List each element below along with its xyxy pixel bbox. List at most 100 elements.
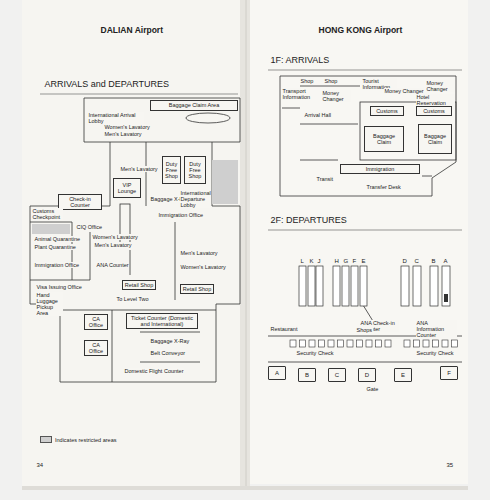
room-name: C: [330, 372, 344, 379]
room-box: Customs: [370, 106, 404, 116]
area-label: Baggage X-Ray: [150, 338, 190, 344]
area-label: Shop: [324, 78, 338, 84]
area-label: Men's Lavatory: [104, 131, 142, 137]
area-label: Immigration Office: [158, 212, 204, 218]
area-label: Transit: [316, 176, 334, 182]
gate-box: F: [440, 366, 458, 380]
room-box: Retail Shop: [122, 280, 156, 290]
room-name: Baggage Claim: [420, 133, 450, 145]
room-name: F: [442, 370, 456, 377]
page-heading: HONG KONG Airport: [318, 26, 403, 35]
area-label: Women's Lavatory: [92, 234, 138, 240]
room-box: Ticket Counter (Domestic and Internation…: [126, 313, 198, 329]
section-label: 1F: ARRIVALS: [270, 56, 330, 66]
room-name: Baggage Claim: [366, 133, 402, 145]
legend-text: Indicates restricted areas: [55, 437, 116, 443]
room-name: Customs: [372, 108, 402, 114]
section-label: H: [334, 258, 339, 265]
room-box: Immigration: [340, 164, 420, 174]
area-label: Men's Lavatory: [180, 250, 218, 256]
room-box: VIP Lounge: [113, 178, 141, 198]
area-label: Transfer Desk: [366, 184, 401, 190]
area-label: Domestic Flight Counter: [124, 368, 184, 374]
room-box: Check-in Counter: [58, 194, 102, 210]
legend-entry: Indicates restricted areas: [40, 436, 116, 443]
area-label: Belt Conveyor: [150, 350, 186, 356]
area-label: Gate: [366, 386, 379, 392]
room-box: CA Office: [84, 340, 108, 356]
room-name: Duty Free Shop: [164, 161, 179, 179]
page-heading: DALIAN Airport: [100, 26, 163, 35]
room-box: Duty Free Shop: [184, 156, 206, 184]
gate-box: C: [328, 368, 346, 382]
room-box: Baggage Claim: [364, 126, 404, 152]
section-label: J: [317, 258, 321, 265]
room-name: B: [300, 372, 314, 379]
area-label: Visa Issuing Office: [36, 284, 82, 290]
section-label: A: [443, 258, 448, 265]
area-label: ANA Information Counter: [416, 320, 457, 338]
room-name: E: [396, 372, 410, 379]
area-label: Arrival Hall: [304, 112, 332, 118]
room-box: Customs: [416, 106, 452, 116]
room-box: Duty Free Shop: [162, 156, 181, 184]
area-label: Customs Checkpoint: [32, 208, 63, 220]
room-name: CA Office: [86, 342, 106, 354]
area-label: Money Changer: [322, 90, 351, 102]
area-label: Money Changer: [426, 80, 455, 92]
area-label: Security Check: [416, 350, 454, 356]
room-box: Retail Shop: [180, 284, 214, 294]
section-label: L: [300, 258, 304, 265]
area-label: International Arrival Lobby: [88, 112, 144, 124]
section-label: B: [431, 258, 436, 265]
room-name: Retail Shop: [124, 282, 154, 288]
section-label: K: [309, 258, 314, 265]
area-label: Men's Lavatory: [94, 242, 132, 248]
room-box: CA Office: [84, 314, 108, 330]
gate-box: D: [358, 368, 376, 382]
area-label: Animal Quarantine: [34, 236, 81, 242]
section-label: G: [343, 258, 349, 265]
area-label: Transport Information: [282, 88, 301, 100]
section-label: D: [402, 258, 407, 265]
area-label: Shops: [356, 327, 373, 333]
section-label: F: [352, 258, 357, 265]
legend-swatch: [40, 436, 52, 443]
area-label: CIQ Office: [76, 224, 103, 230]
area-label: Restaurant: [270, 326, 298, 332]
gate-box: E: [394, 368, 412, 382]
section-label: 34: [36, 462, 44, 469]
room-name: Ticket Counter (Domestic and Internation…: [128, 315, 196, 327]
area-label: International Departure Lobby: [180, 190, 211, 208]
section-label: 2F: DEPARTURES: [270, 216, 347, 226]
room-name: Check-in Counter: [60, 196, 100, 208]
section-label: C: [414, 258, 419, 265]
gate-box: B: [298, 368, 316, 382]
room-box: Baggage Claim: [418, 124, 452, 154]
section-label: E: [361, 258, 366, 265]
area-label: ANA Counter: [96, 262, 129, 268]
area-label: Plant Quarantine: [34, 244, 76, 250]
area-label: Security Check: [296, 350, 334, 356]
area-label: To Level Two: [116, 296, 149, 302]
room-box: Baggage Claim Area: [150, 100, 238, 111]
area-label: Shop: [300, 78, 314, 84]
room-name: D: [360, 372, 374, 379]
area-label: Immigration Office: [34, 262, 80, 268]
section-label: ARRIVALS and DEPARTURES: [44, 80, 170, 90]
area-label: Hotel Reservation: [416, 94, 455, 106]
gate-box: A: [268, 366, 286, 380]
room-name: CA Office: [86, 316, 106, 328]
area-label: Hand Luggage Pickup Area: [36, 292, 63, 316]
area-label: Women's Lavatory: [180, 264, 226, 270]
room-name: Customs: [418, 108, 450, 114]
room-name: VIP Lounge: [115, 182, 139, 194]
room-name: Duty Free Shop: [186, 161, 204, 179]
room-name: Immigration: [342, 166, 418, 172]
room-name: Retail Shop: [182, 286, 212, 292]
room-name: A: [270, 370, 284, 377]
area-label: Men's Lavatory: [120, 166, 158, 172]
section-label: 35: [446, 462, 454, 469]
area-label: Women's Lavatory: [104, 124, 150, 130]
room-name: Baggage Claim Area: [152, 102, 236, 108]
